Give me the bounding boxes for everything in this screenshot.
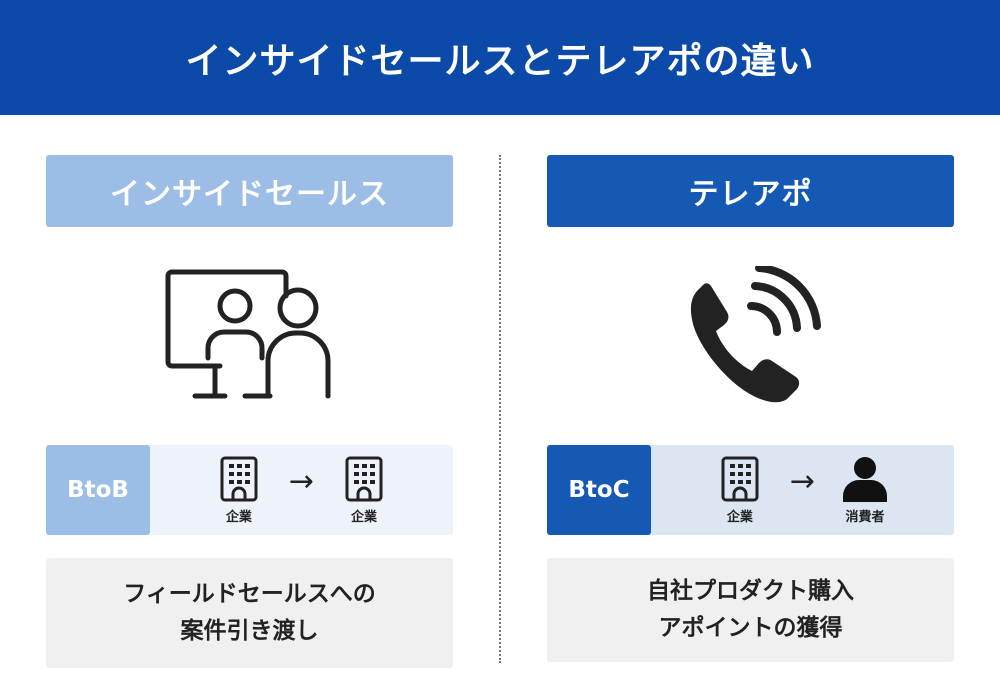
- page-title: インサイドセールスとテレアポの違い: [0, 0, 1000, 115]
- from-label: 企業: [726, 509, 753, 525]
- building-icon: [345, 456, 383, 501]
- desc-line: フィールドセールスへの: [123, 581, 376, 608]
- btob-tag: BtoB: [46, 445, 150, 535]
- btob-strip: BtoB 企業 → 企業: [46, 445, 453, 535]
- desc-line: 自社プロダクト購入: [647, 578, 854, 605]
- phone-ringing-icon: [690, 266, 821, 403]
- to-label: 消費者: [845, 509, 885, 525]
- divider: [499, 155, 501, 663]
- building-icon: [721, 456, 759, 501]
- desc-line: アポイントの獲得: [658, 615, 843, 641]
- arrow-icon: →: [288, 463, 315, 499]
- building-icon: [220, 456, 258, 501]
- arrow-icon: →: [789, 463, 816, 499]
- from-label: 企業: [225, 509, 252, 525]
- inside-sales-label: インサイドセールス: [46, 155, 453, 227]
- teleapo-description: 自社プロダクト購入アポイントの獲得: [547, 558, 954, 662]
- person-icon: [843, 456, 888, 502]
- btoc-tag: BtoC: [547, 445, 651, 535]
- video-call-person-icon: [165, 269, 330, 399]
- inside-sales-description: フィールドセールスへの案件引き渡し: [46, 558, 453, 668]
- to-label: 企業: [351, 509, 378, 525]
- teleapo-label: テレアポ: [547, 155, 954, 227]
- inside-sales-column: インサイドセールス BtoB 企業 → 企業 フィールドセールスへの案件引き渡し: [46, 155, 453, 668]
- desc-line: 案件引き渡し: [180, 618, 319, 644]
- teleapo-column: テレアポ BtoC 企業 → 消費者 自社プロダクト購入アポイントの獲得: [547, 155, 954, 662]
- btoc-strip: BtoC 企業 → 消費者: [547, 445, 954, 535]
